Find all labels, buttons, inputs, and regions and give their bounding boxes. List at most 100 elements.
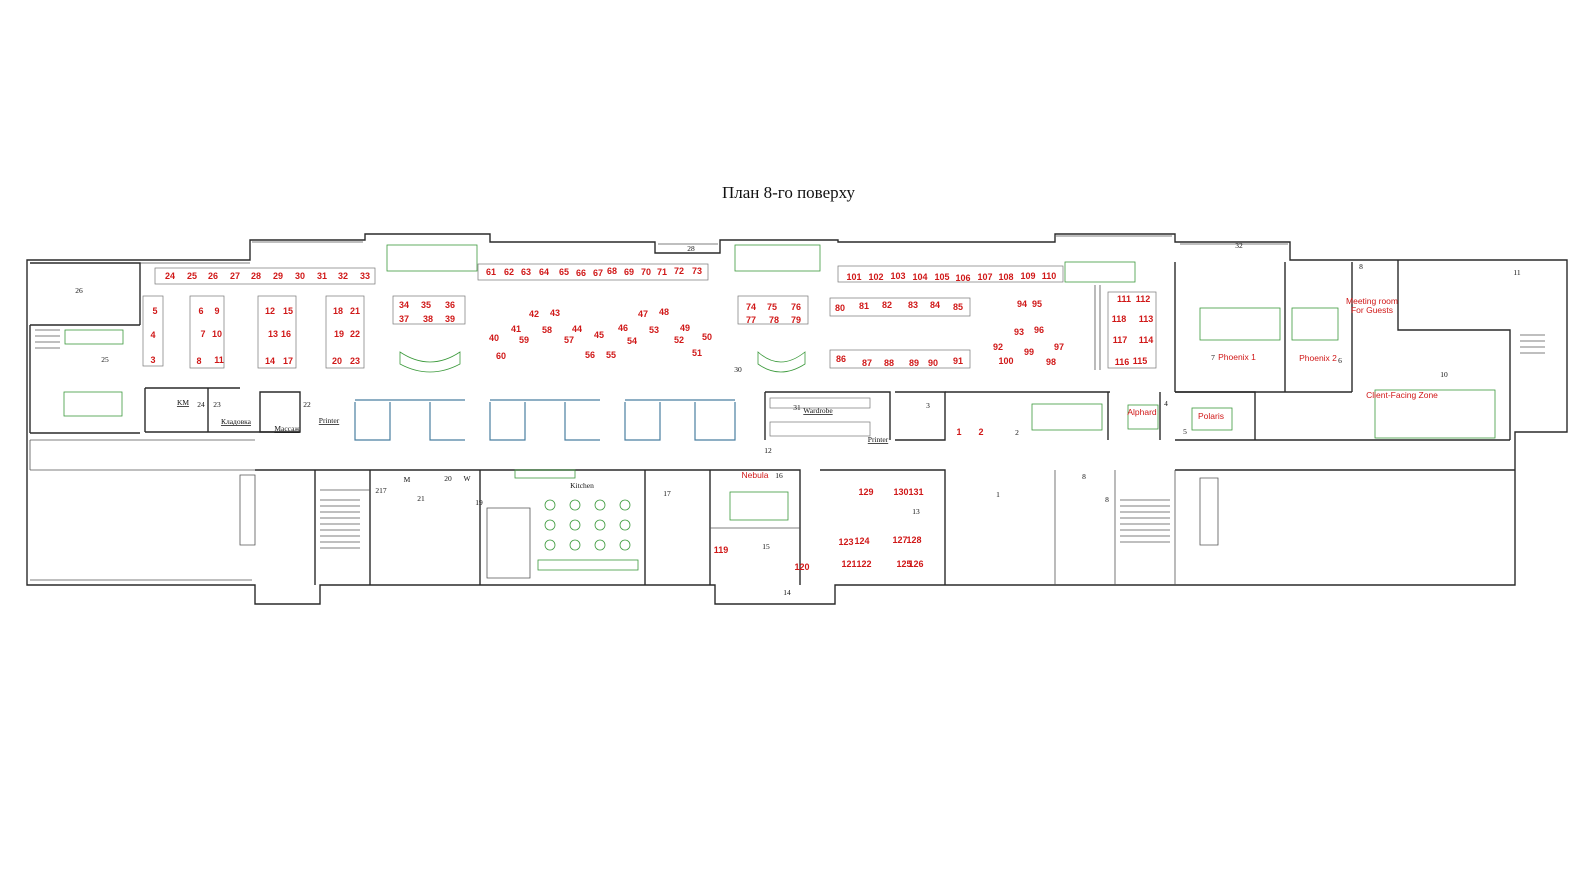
seat-number: 64 <box>539 267 549 277</box>
seat-number: 30 <box>295 271 305 281</box>
seat-number: 129 <box>858 487 873 497</box>
seat-number: 57 <box>564 335 574 345</box>
seat-number: 99 <box>1024 347 1034 357</box>
seat-number: 97 <box>1054 342 1064 352</box>
room-label: W <box>463 474 471 483</box>
seat-number: 103 <box>890 271 905 281</box>
seat-number: 7 <box>200 329 205 339</box>
seat-number: 10 <box>212 329 222 339</box>
seat-number: 21 <box>350 306 360 316</box>
room-number: 23 <box>213 400 221 409</box>
room-number: 30 <box>734 365 742 374</box>
room-number: 1 <box>996 490 1000 499</box>
seat-number: 50 <box>702 332 712 342</box>
seat-number: 27 <box>230 271 240 281</box>
seat-number: 33 <box>360 271 370 281</box>
seat-number: 87 <box>862 358 872 368</box>
seat-number: 44 <box>572 324 582 334</box>
room-number: 26 <box>75 286 83 295</box>
seat-number: 69 <box>624 267 634 277</box>
seat-number: 109 <box>1020 271 1035 281</box>
seat-number: 45 <box>594 330 604 340</box>
seat-number: 76 <box>791 302 801 312</box>
seat-number: 124 <box>854 536 869 546</box>
room-number: 8 <box>1359 262 1363 271</box>
seat-number: 98 <box>1046 357 1056 367</box>
seat-number: 61 <box>486 267 496 277</box>
room-label: Printer <box>868 435 889 444</box>
room-number: 12 <box>764 446 772 455</box>
room-number: 25 <box>101 355 109 364</box>
seat-number: 63 <box>521 267 531 277</box>
seat-number: 72 <box>674 266 684 276</box>
seat-number: 41 <box>511 324 521 334</box>
seat-number: 94 <box>1017 299 1027 309</box>
seat-number: 131 <box>908 487 923 497</box>
seat-number: 36 <box>445 300 455 310</box>
meeting-room-label: For Guests <box>1351 305 1393 315</box>
meeting-room-label: Client-Facing Zone <box>1366 390 1438 400</box>
seat-number: 111 <box>1117 294 1131 304</box>
seat-number: 31 <box>317 271 327 281</box>
seat-number: 123 <box>838 537 853 547</box>
seat-number: 100 <box>998 356 1013 366</box>
room-number: 28 <box>687 244 695 253</box>
seat-number: 95 <box>1032 299 1042 309</box>
room-number: 24 <box>197 400 205 409</box>
meeting-room-label: Nebula <box>742 470 769 480</box>
room-label: Kitchen <box>570 481 594 490</box>
seat-number: 130 <box>893 487 908 497</box>
room-number: 19 <box>475 498 483 507</box>
seat-number: 34 <box>399 300 409 310</box>
seat-number: 90 <box>928 358 938 368</box>
room-label: Массаж <box>274 424 300 433</box>
seat-number: 128 <box>906 535 921 545</box>
room-number: 22 <box>303 400 311 409</box>
room-number: 4 <box>1164 399 1168 408</box>
seat-number: 9 <box>214 306 219 316</box>
seat-number: 105 <box>934 272 949 282</box>
seat-number: 2 <box>978 427 983 437</box>
seat-number: 37 <box>399 314 409 324</box>
walls <box>26 233 1568 605</box>
room-number: 21 <box>417 494 425 503</box>
seat-number: 19 <box>334 329 344 339</box>
seat-number: 39 <box>445 314 455 324</box>
seat-number: 71 <box>657 267 667 277</box>
room-number: 8 <box>1082 472 1086 481</box>
seat-number: 104 <box>912 272 927 282</box>
seat-number: 127 <box>892 535 907 545</box>
seat-number: 80 <box>835 303 845 313</box>
seat-number: 79 <box>791 315 801 325</box>
room-number: 8 <box>1105 495 1109 504</box>
seat-number: 12 <box>265 306 275 316</box>
room-number: 7 <box>1211 353 1215 362</box>
seat-number: 75 <box>767 302 777 312</box>
seat-number: 32 <box>338 271 348 281</box>
page-title: План 8-го поверху <box>721 183 856 202</box>
room-number: 2 <box>1015 428 1019 437</box>
room-number: 31 <box>793 403 801 412</box>
seat-number: 125 <box>896 559 911 569</box>
seat-number: 17 <box>283 356 293 366</box>
seat-number: 23 <box>350 356 360 366</box>
room-number: 15 <box>762 542 770 551</box>
seat-number: 112 <box>1136 294 1151 304</box>
seat-number: 121 <box>841 559 856 569</box>
meeting-room-label: Phoenix 1 <box>1218 352 1256 362</box>
seat-number: 91 <box>953 356 963 366</box>
room-label: Printer <box>319 416 340 425</box>
room-label: KM <box>177 398 189 407</box>
seat-number: 43 <box>550 308 560 318</box>
room-number: 5 <box>1183 427 1187 436</box>
seat-number: 48 <box>659 307 669 317</box>
seat-number: 52 <box>674 335 684 345</box>
seat-number: 122 <box>856 559 871 569</box>
seat-number: 58 <box>542 325 552 335</box>
seat-number: 8 <box>196 356 201 366</box>
seat-number: 49 <box>680 323 690 333</box>
seat-number: 18 <box>333 306 343 316</box>
seat-number: 68 <box>607 266 617 276</box>
